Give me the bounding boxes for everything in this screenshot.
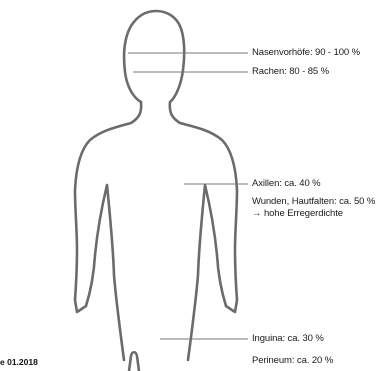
label-pharynx: Rachen: 80 - 85 % [252, 66, 329, 78]
label-axilla: Axillen: ca. 40 % [252, 178, 321, 190]
label-perineum: Perineum: ca. 20 % [252, 355, 333, 367]
footnote-date: e 01.2018 [0, 357, 38, 367]
label-inguinal: Inguina: ca. 30 % [252, 333, 324, 345]
label-nasal: Nasenvorhöfe: 90 - 100 % [252, 47, 360, 59]
label-wounds: Wunden, Hautfalten: ca. 50 % [252, 196, 375, 208]
body-outline-left [75, 102, 141, 360]
inner-leg-line [129, 352, 139, 371]
label-wounds-note: → hohe Erregerdichte [252, 208, 343, 220]
body-outline [124, 11, 237, 360]
